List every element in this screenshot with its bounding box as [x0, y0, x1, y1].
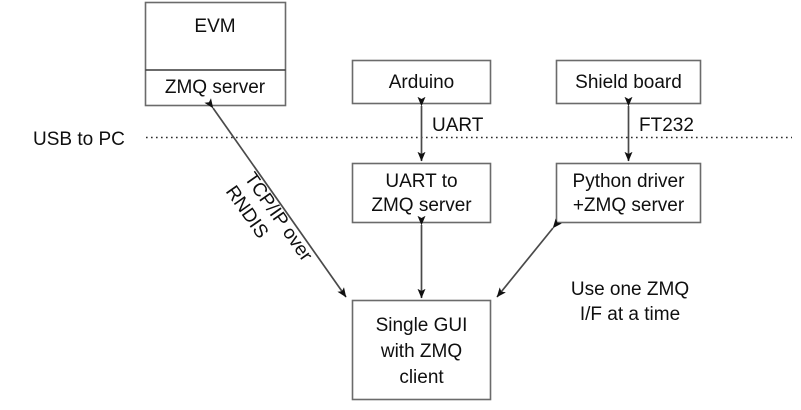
connector-evm-gui	[204, 98, 347, 298]
node-arduino: Arduino	[351, 59, 492, 105]
usb-to-pc-label: USB to PC	[33, 129, 125, 150]
note-line1: Use one ZMQ	[571, 279, 689, 300]
node-single-gui-line3: client	[399, 367, 444, 388]
node-arduino-label: Arduino	[389, 72, 455, 93]
node-python-driver-line2: +ZMQ server	[573, 195, 685, 216]
node-single-gui-line2: with ZMQ	[380, 341, 462, 362]
node-shield-board: Shield board	[555, 59, 702, 105]
node-evm-label: EVM	[194, 16, 235, 37]
node-single-gui-line1: Single GUI	[376, 315, 468, 336]
node-uart-to-zmq-server: UART to ZMQ server	[351, 162, 492, 224]
node-single-gui: Single GUI with ZMQ client	[351, 299, 492, 401]
node-python-driver: Python driver +ZMQ server	[555, 162, 702, 224]
node-evm-zmq-label: ZMQ server	[165, 77, 266, 98]
note-line2: I/F at a time	[580, 304, 680, 325]
node-uart-to-zmq-line1: UART to	[385, 171, 457, 192]
connector-pythondriver-gui	[496, 218, 562, 298]
node-uart-to-zmq-line2: ZMQ server	[371, 195, 472, 216]
node-evm: EVM ZMQ server	[144, 1, 287, 107]
edge-label-tcpip-group: TCP/IP over RNDIS	[221, 169, 317, 266]
note-one-zmq-interface: Use one ZMQ I/F at a time	[571, 279, 689, 325]
edge-label-ft232: FT232	[639, 115, 694, 136]
node-shield-board-label: Shield board	[575, 72, 682, 93]
edge-label-uart: UART	[432, 115, 484, 136]
node-python-driver-line1: Python driver	[573, 171, 686, 192]
